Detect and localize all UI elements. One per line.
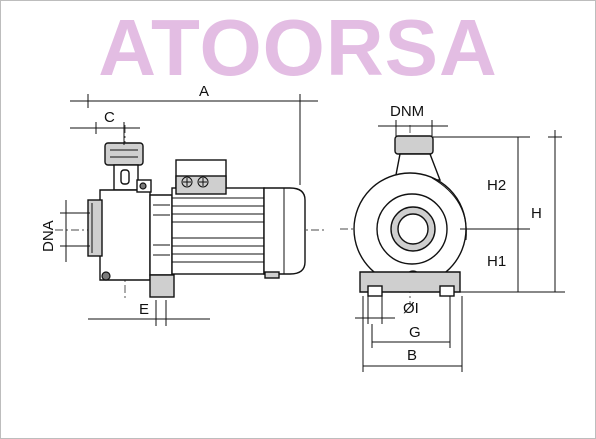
casing-bolt [139, 182, 147, 190]
inlet-flange [87, 199, 103, 257]
motor-foot [264, 271, 280, 279]
watermark-text: ATOORSA [98, 3, 498, 92]
dim-b-label: B [407, 347, 417, 364]
front-view: DNM H2 H1 H ØI G B [340, 103, 565, 372]
dim-h-label: H [531, 205, 542, 222]
drain-plug [101, 271, 111, 281]
pump-casing [99, 189, 151, 281]
dim-h2-label: H2 [487, 177, 506, 194]
terminal-box-lid [175, 175, 227, 195]
front-outlet-flange [394, 135, 434, 155]
motor-body [171, 187, 265, 275]
motor-cooling-fins [172, 197, 264, 263]
dim-a-label: A [199, 83, 209, 100]
side-view: A C DNA E [40, 83, 325, 326]
dim-c-label: C [104, 109, 115, 126]
dim-oi-label: ØI [403, 300, 419, 317]
foot-right-slot [439, 285, 455, 297]
volute-edge [431, 177, 467, 241]
dim-g-label: G [409, 324, 421, 341]
outlet-plug [120, 169, 130, 185]
dim-h1-label: H1 [487, 253, 506, 270]
motor-bracket [149, 194, 173, 276]
foot-left-slot [367, 285, 383, 297]
dim-e-label: E [139, 301, 149, 318]
pump-foot [149, 274, 175, 298]
inlet-port [397, 213, 429, 245]
dim-dnm-label: DNM [390, 103, 424, 120]
cable-glands [183, 178, 207, 186]
bracket-ribs [153, 204, 170, 256]
dim-dna-label: DNA [40, 220, 57, 252]
outlet-flange [104, 142, 144, 166]
